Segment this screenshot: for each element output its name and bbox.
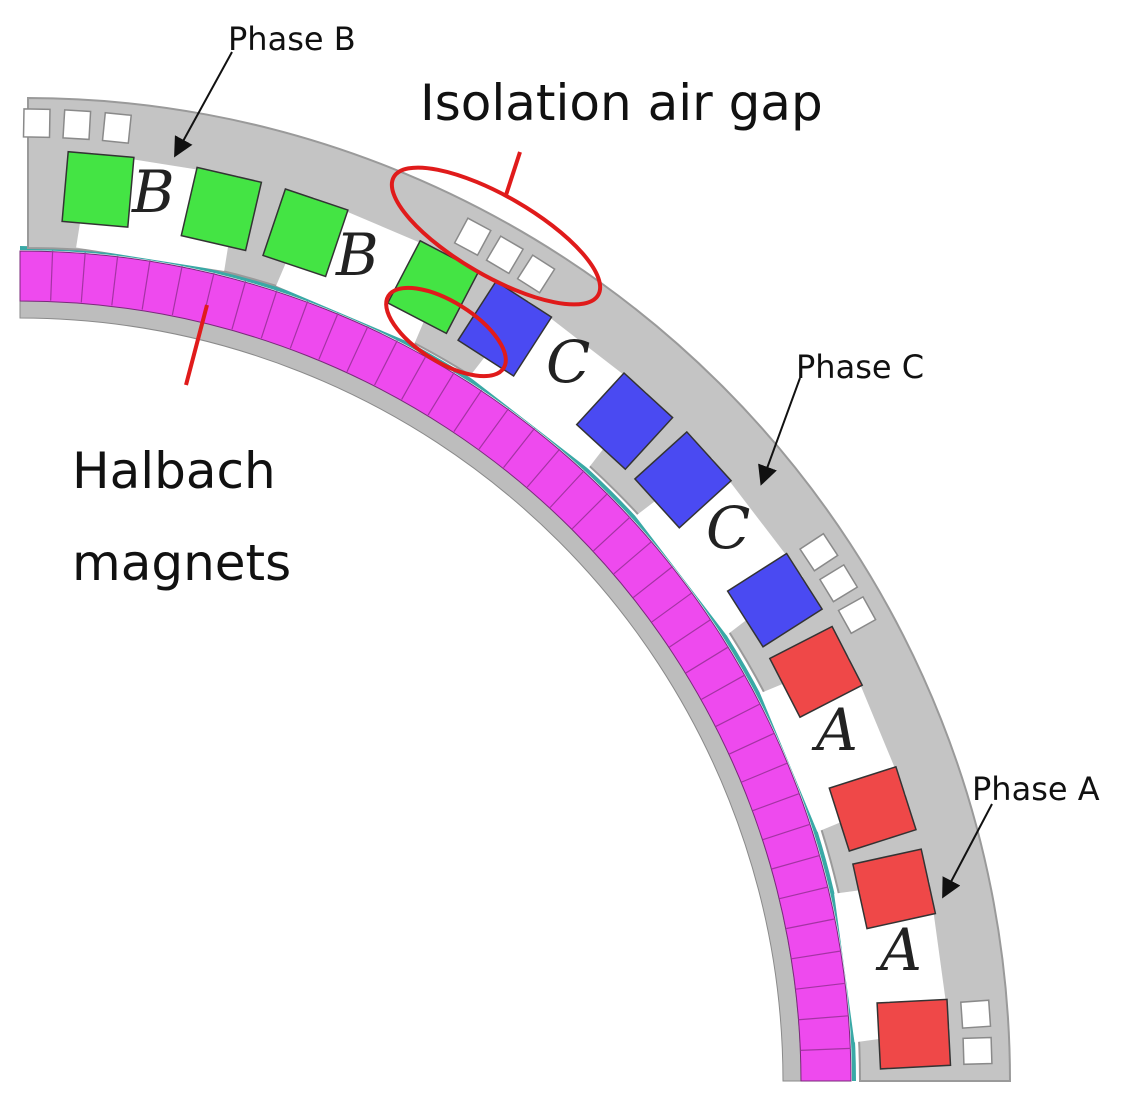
phase-b-label: Phase B [228,20,356,58]
magnet-divider [632,566,673,598]
phase-a-coil [852,848,937,930]
magnet-divider [141,260,151,310]
phase-c-coil [633,430,733,529]
magnet-divider [798,1015,849,1021]
magnet-divider [785,918,836,930]
magnet-divider [111,255,119,306]
halbach-label-line1: Halbach [72,442,276,500]
phase-a-coil [828,765,917,852]
magnet-divider [526,448,561,488]
magnet-divider [771,854,820,870]
isolation-cell [453,217,492,257]
magnet-divider [685,646,729,674]
magnet-divider [800,1047,851,1051]
magnet-divider [593,516,631,552]
phase-b-coil [180,166,263,252]
tooth-letter-c2: C [706,494,750,562]
halbach-label-line2: magnets [72,534,291,592]
magnet-divider [779,886,829,900]
isolation-cell [101,111,133,144]
magnet-divider [427,372,455,416]
isolation-gap-cells [22,108,993,1066]
magnet-divider [549,470,585,508]
halbach-magnet-ring [19,250,852,1082]
magnet-dividers [50,250,851,1051]
isolation-cell [516,254,556,294]
coils [61,150,952,1070]
magnet-divider [715,703,761,727]
isolation-cell [962,1036,993,1066]
phase-c-arrow [758,377,801,486]
magnet-divider [651,592,693,623]
magnet-divider [791,950,841,960]
magnet-divider [50,250,54,301]
magnet-divider [571,492,609,530]
tooth-letter-a2: A [875,916,922,984]
phase-a-coil [876,998,952,1070]
phase-c-coil [575,371,674,471]
isolation-cell [837,595,877,635]
magnet-divider [478,408,509,450]
phase-c-coil [457,280,553,378]
isolation-gap-ellipse-outer [389,165,603,307]
tooth-letter-b2: B [335,221,379,289]
magnet-divider [231,281,247,330]
magnet-divider [260,290,278,339]
isolation-gap-ellipse-inner [384,285,508,379]
magnet-divider [762,823,811,841]
magnet-divider [80,252,86,303]
magnet-divider [752,792,800,812]
magnet-divider [669,618,712,648]
halbach-pointer [184,304,209,386]
isolation-cell [485,235,525,275]
phase-a-label: Phase A [972,770,1100,808]
magnet-divider [318,313,339,360]
isolation-cell [22,108,51,139]
isolation-cell [62,109,92,141]
magnet-divider [374,340,398,386]
magnet-divider [289,301,309,349]
magnet-divider [795,982,846,990]
phase-a-coil [768,625,864,719]
tooth-letter-c1: C [546,328,590,396]
phase-b-coil [61,150,135,228]
isolation-cell [959,999,992,1029]
tooth-letter-a1: A [811,696,858,764]
isolation-air-gap-label: Isolation air gap [420,74,823,132]
isolation-cell [818,563,859,603]
magnet-divider [171,265,183,316]
magnet-divider [346,326,369,372]
phase-c-label: Phase C [796,348,924,386]
tooth-letter-b1: B [131,158,175,226]
air-gap-line [19,246,856,1082]
phase-c-coil [726,552,824,648]
magnet-divider [701,674,746,700]
phase-b-coil [262,188,349,278]
magnet-divider [453,389,483,432]
phase-a-arrow [942,803,993,899]
isolation-gap-pointer [504,151,522,196]
magnet-divider [401,355,427,400]
magnet-divider [741,762,788,783]
magnet-divider [503,428,535,469]
magnet-divider [729,732,775,755]
magnet-divider [613,540,653,575]
phase-b-arrow [174,51,233,158]
isolation-cell [798,532,839,572]
